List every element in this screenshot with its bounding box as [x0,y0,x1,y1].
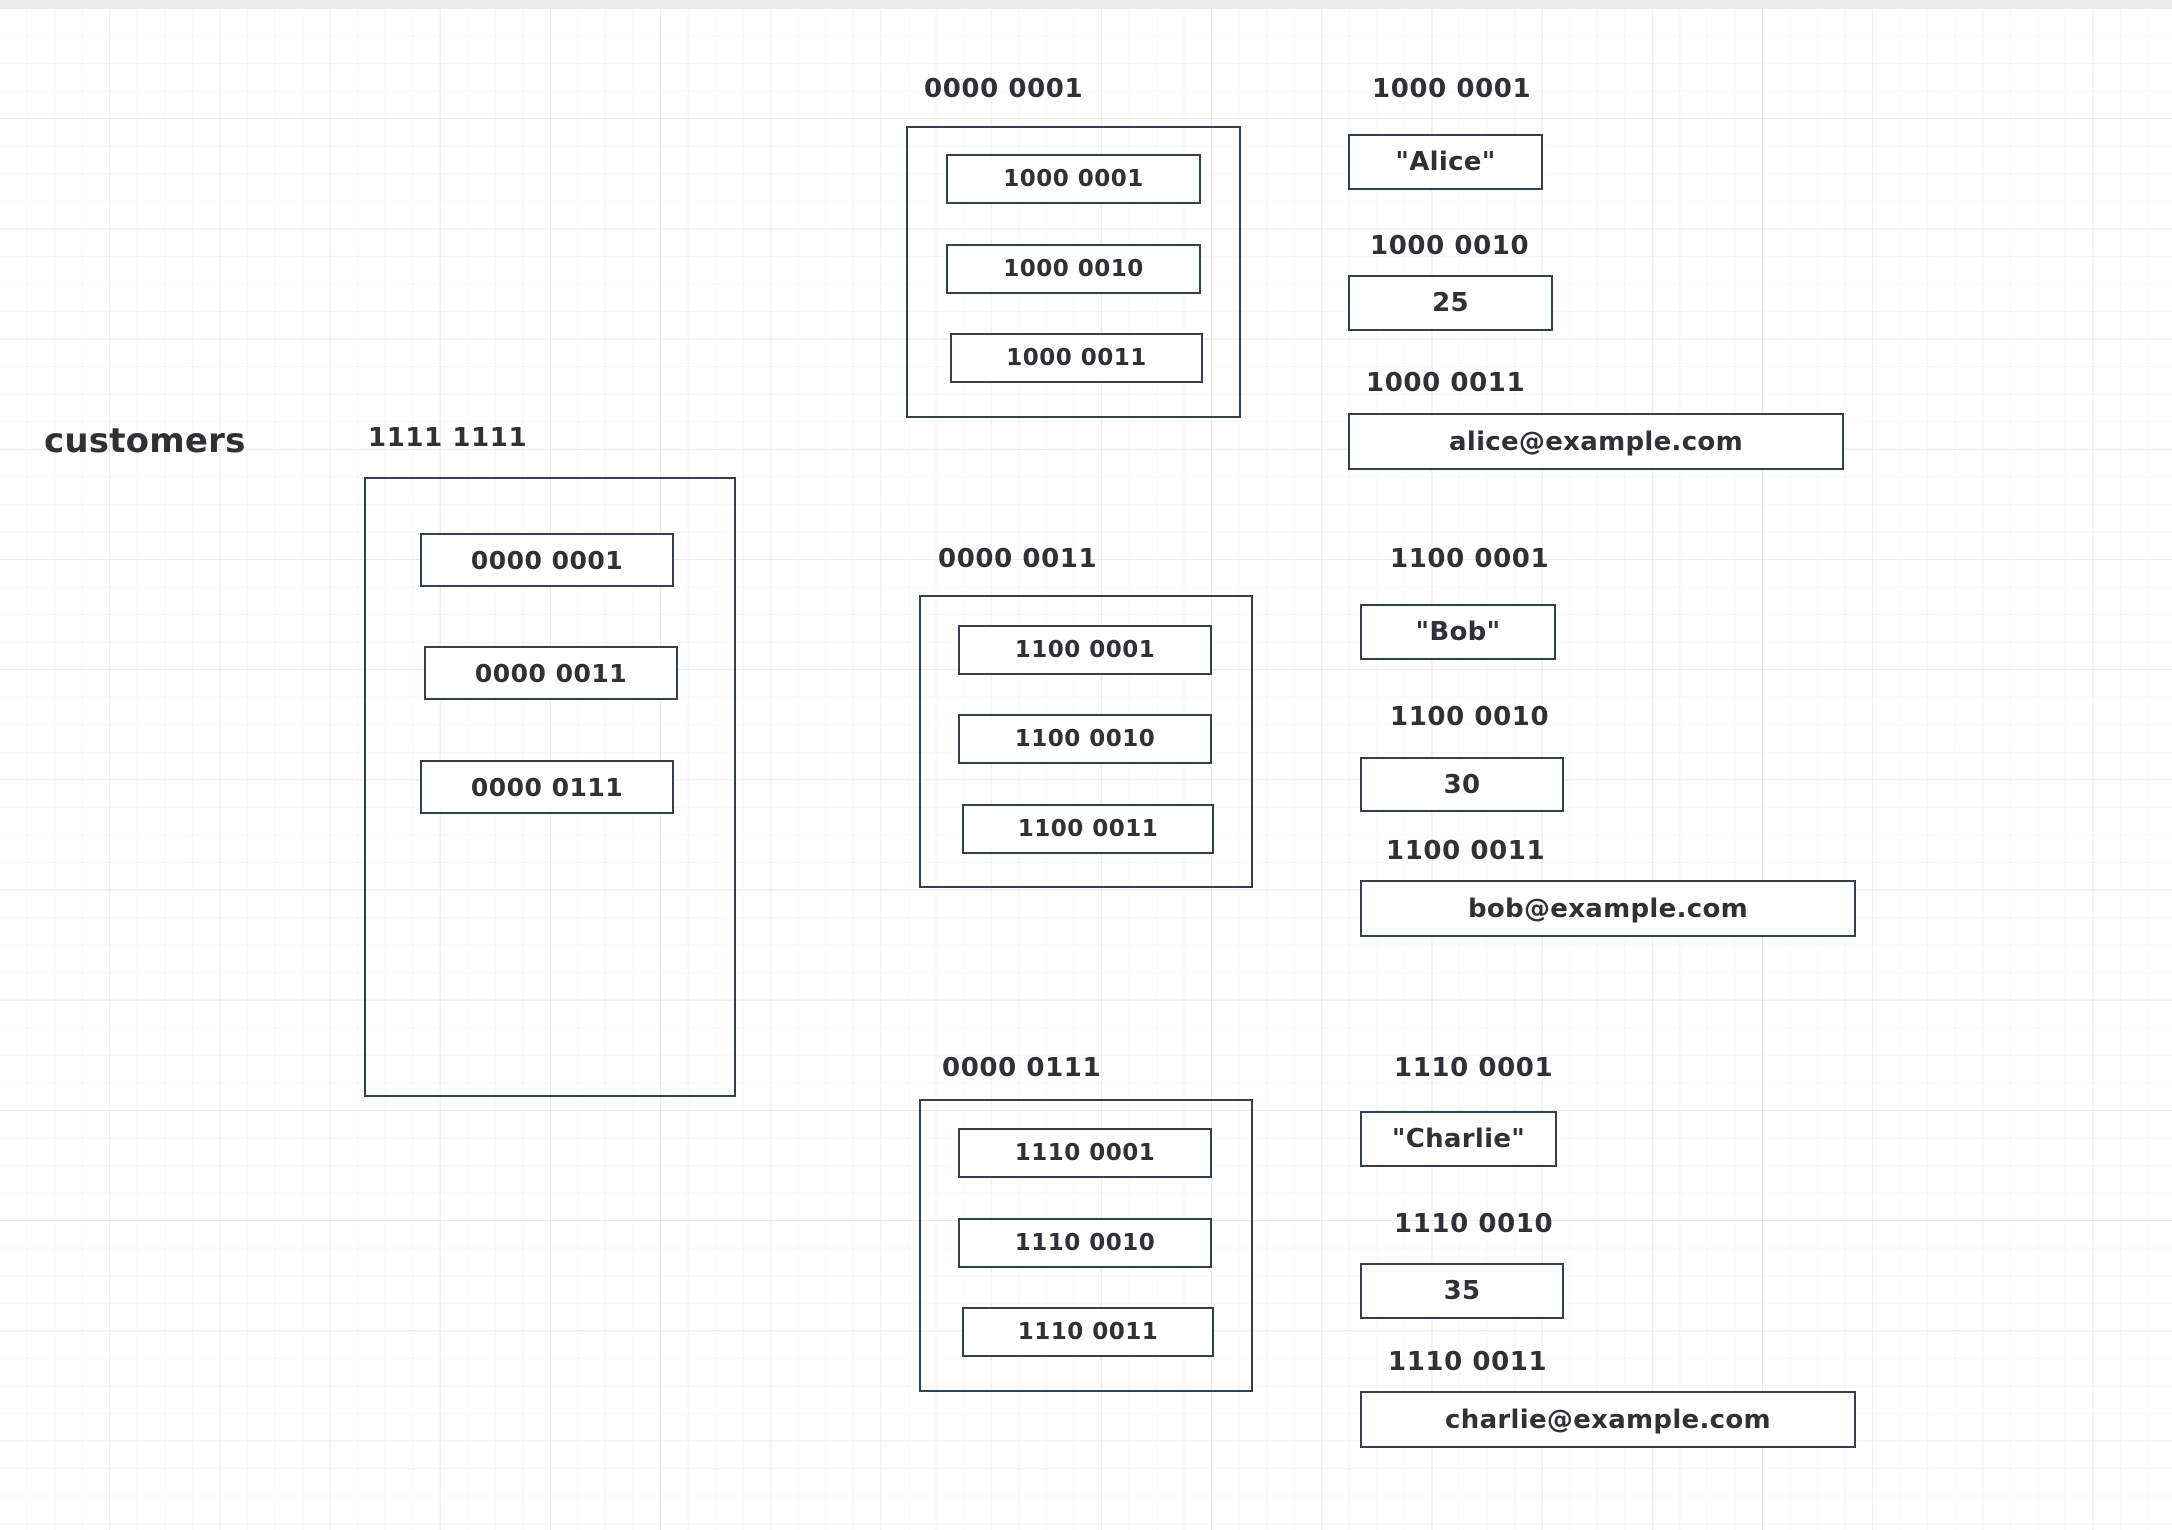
record-2-field-2[interactable]: 1110 0011 [962,1307,1214,1357]
value-2-2-box[interactable]: charlie@example.com [1360,1391,1856,1448]
root-entry-2[interactable]: 0000 0111 [420,760,674,814]
record-0-field-2[interactable]: 1000 0011 [950,333,1203,383]
value-0-1-address-label: 1000 0010 [1370,231,1530,261]
value-0-2-address-label: 1000 0011 [1366,368,1526,398]
record-0-container [906,126,1241,418]
value-1-2-address-label: 1100 0011 [1386,836,1546,866]
root-entry-0[interactable]: 0000 0001 [420,533,674,587]
value-1-0-box[interactable]: "Bob" [1360,604,1556,660]
value-1-1-box[interactable]: 30 [1360,757,1564,812]
value-2-1-box[interactable]: 35 [1360,1263,1564,1319]
record-0-field-0[interactable]: 1000 0001 [946,154,1201,204]
value-2-2-address-label: 1110 0011 [1388,1347,1548,1377]
value-0-2-box[interactable]: alice@example.com [1348,413,1844,470]
page-title: customers [44,421,246,461]
root-table-container [364,477,736,1097]
value-1-0-address-label: 1100 0001 [1390,544,1550,574]
value-0-0-address-label: 1000 0001 [1372,74,1532,104]
top-edge-strip [0,0,2172,9]
value-2-0-address-label: 1110 0001 [1394,1053,1554,1083]
value-1-2-box[interactable]: bob@example.com [1360,880,1856,937]
root-address-label: 1111 1111 [368,423,528,453]
record-2-field-0[interactable]: 1110 0001 [958,1128,1212,1178]
record-2-address-label: 0000 0111 [942,1053,1102,1083]
root-entry-1[interactable]: 0000 0011 [424,646,678,700]
record-1-field-1[interactable]: 1100 0010 [958,714,1212,764]
record-1-field-0[interactable]: 1100 0001 [958,625,1212,675]
value-0-0-box[interactable]: "Alice" [1348,134,1543,190]
record-0-field-1[interactable]: 1000 0010 [946,244,1201,294]
value-1-1-address-label: 1100 0010 [1390,702,1550,732]
value-2-0-box[interactable]: "Charlie" [1360,1111,1557,1167]
record-1-container [919,595,1253,888]
value-2-1-address-label: 1110 0010 [1394,1209,1554,1239]
record-1-field-2[interactable]: 1100 0011 [962,804,1214,854]
record-0-address-label: 0000 0001 [924,74,1084,104]
value-0-1-box[interactable]: 25 [1348,275,1553,331]
record-1-address-label: 0000 0011 [938,544,1098,574]
record-2-container [919,1099,1253,1392]
record-2-field-1[interactable]: 1110 0010 [958,1218,1212,1268]
